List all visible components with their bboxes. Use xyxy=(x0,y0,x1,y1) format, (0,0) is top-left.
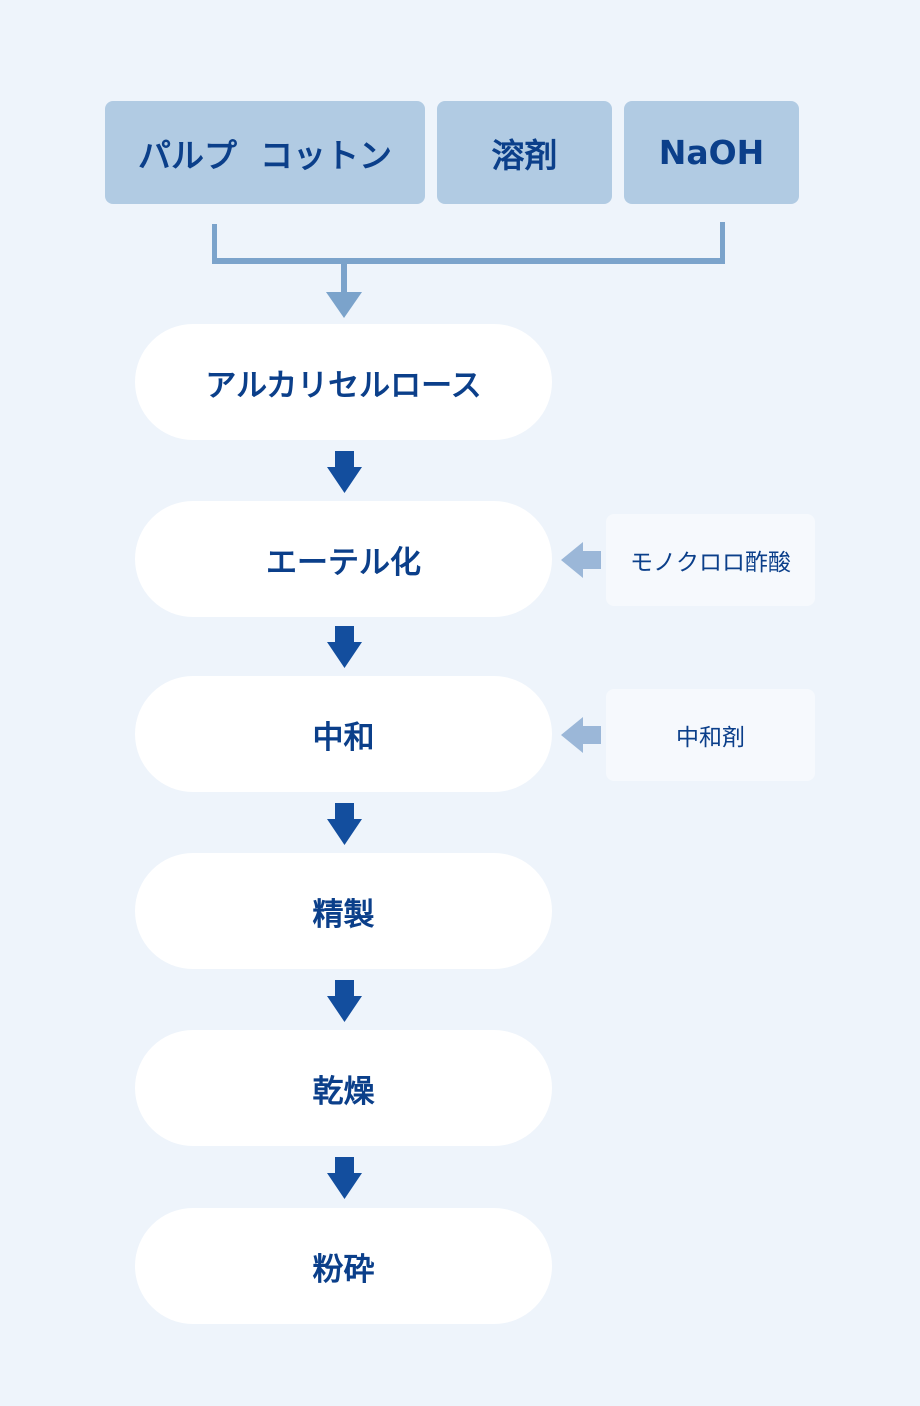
down-arrow-icon xyxy=(327,980,362,1022)
down-arrow-icon xyxy=(327,1157,362,1199)
side-input-neutralizer: 中和剤 xyxy=(606,689,815,781)
input-label: パルプ コットン xyxy=(138,135,392,175)
step-label: エーテル化 xyxy=(266,544,421,581)
left-arrow-icon xyxy=(561,717,601,753)
step-label: 中和 xyxy=(312,719,375,756)
connector-right xyxy=(720,222,725,264)
step-label: 乾燥 xyxy=(312,1073,375,1110)
connector-left xyxy=(212,224,217,264)
input-naoh: NaOH xyxy=(624,101,799,204)
step-neutralization: 中和 xyxy=(135,676,552,792)
input-label: 溶剤 xyxy=(491,135,558,175)
step-label: 精製 xyxy=(312,896,375,933)
input-pulp-cotton: パルプ コットン xyxy=(105,101,425,204)
side-input-label: 中和剤 xyxy=(676,725,745,751)
step-purification: 精製 xyxy=(135,853,552,969)
connector-stem xyxy=(341,262,347,296)
down-arrow-icon xyxy=(327,626,362,668)
step-grinding: 粉砕 xyxy=(135,1208,552,1324)
merge-arrow-icon xyxy=(326,292,362,318)
input-label: NaOH xyxy=(658,133,765,172)
left-arrow-icon xyxy=(561,542,601,578)
step-etherification: エーテル化 xyxy=(135,501,552,617)
down-arrow-icon xyxy=(327,451,362,493)
step-label: アルカリセルロース xyxy=(205,367,482,404)
side-input-label: モノクロロ酢酸 xyxy=(630,550,791,576)
side-input-monochloroacetic-acid: モノクロロ酢酸 xyxy=(606,514,815,606)
down-arrow-icon xyxy=(327,803,362,845)
connector-horizontal xyxy=(212,258,725,264)
step-label: 粉砕 xyxy=(312,1251,375,1288)
step-alkali-cellulose: アルカリセルロース xyxy=(135,324,552,440)
input-solvent: 溶剤 xyxy=(437,101,612,204)
step-drying: 乾燥 xyxy=(135,1030,552,1146)
